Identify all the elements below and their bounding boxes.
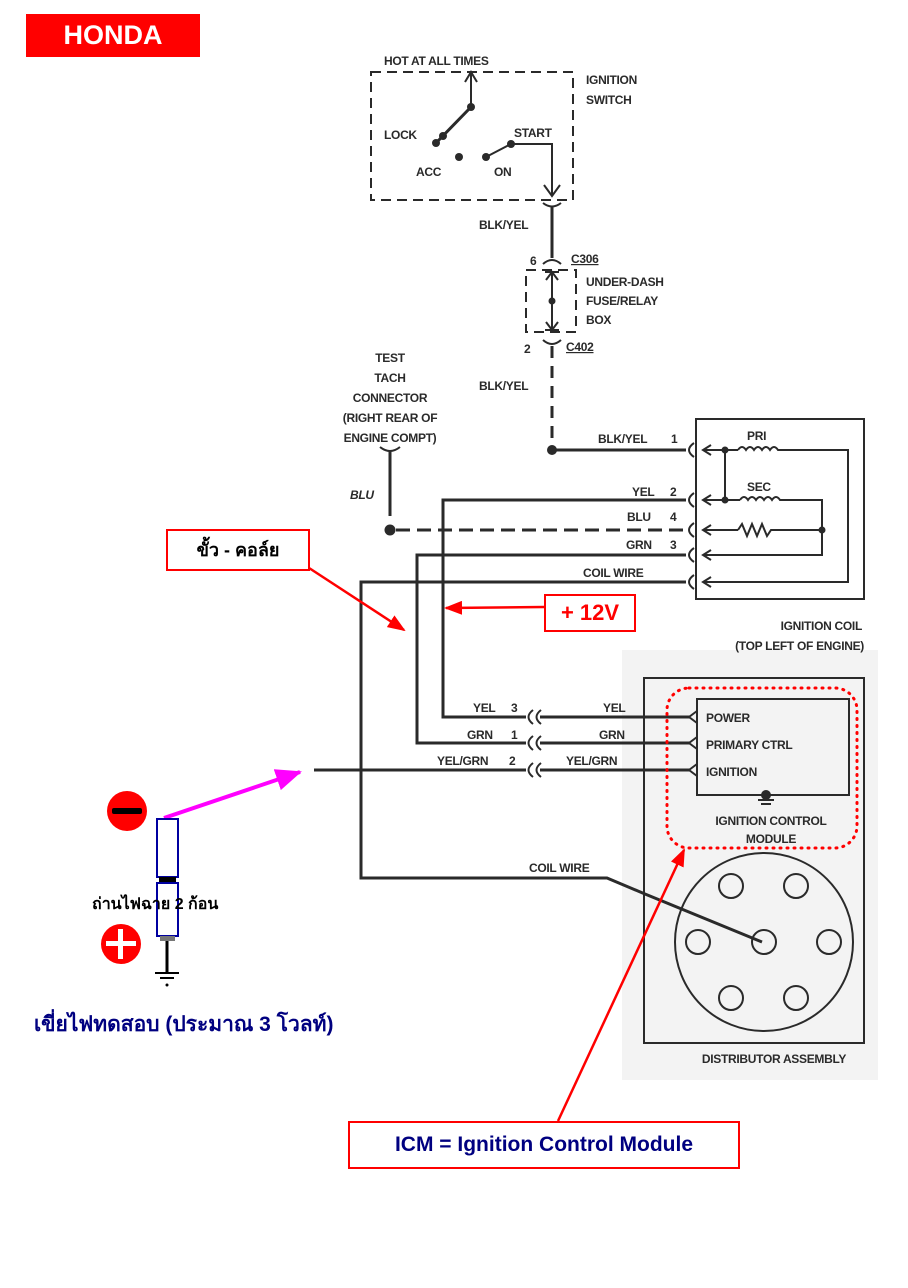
c306-id: C306 bbox=[571, 252, 599, 266]
distributor-terminals bbox=[685, 873, 842, 1011]
test-tach-line-4: (RIGHT REAR OF bbox=[343, 411, 437, 425]
coil-wire-label-top: COIL WIRE bbox=[583, 566, 644, 580]
ignition-switch-title-2: SWITCH bbox=[586, 93, 632, 107]
distributor-assembly: POWER PRIMARY CTRL IGNITION IGNITION CON… bbox=[529, 677, 865, 1066]
battery-label: ถ่านไฟฉาย 2 ก้อน bbox=[92, 896, 219, 913]
icm-left-wire-3: YEL/GRN bbox=[437, 754, 488, 768]
probe-arrow bbox=[163, 769, 302, 820]
coil-pin2-wire: YEL bbox=[632, 485, 654, 499]
ignition-coil-title-1: IGNITION COIL bbox=[781, 619, 862, 633]
fuse-relay-box: BLK/YEL 6 C306 UNDER-DASH FUSE/RELAY BOX… bbox=[479, 202, 664, 455]
test-battery-probe bbox=[101, 769, 302, 987]
fuse-box-title-1: UNDER-DASH bbox=[586, 275, 664, 289]
coil-negative-arrow bbox=[305, 564, 406, 632]
icm-inline-connector: YEL 3 GRN 1 YEL/GRN 2 YEL GRN YEL/GRN bbox=[437, 701, 626, 778]
test-tach-line-2: TACH bbox=[374, 371, 405, 385]
coil-connector-labels: BLK/YEL 1 YEL 2 BLU 4 GRN 3 COIL WIRE bbox=[583, 432, 678, 580]
fuse-box-title-3: BOX bbox=[586, 313, 611, 327]
scan-shading bbox=[622, 650, 878, 1080]
coil-pin2-number: 2 bbox=[670, 485, 677, 499]
test-tach-line-3: CONNECTOR bbox=[353, 391, 428, 405]
distributor-outline bbox=[643, 677, 865, 1044]
icm-right-wire-2: GRN bbox=[599, 728, 625, 742]
c402-pin: 2 bbox=[524, 342, 531, 356]
distributor-cap bbox=[674, 852, 854, 1032]
connector-female-icon bbox=[542, 202, 562, 208]
ignition-switch-title-1: IGNITION bbox=[586, 73, 637, 87]
honda-brand-badge: HONDA bbox=[26, 14, 200, 57]
pri-label: PRI bbox=[747, 429, 766, 443]
icm-terminal-ignition: IGNITION bbox=[706, 765, 757, 779]
distributor-title: DISTRIBUTOR ASSEMBLY bbox=[702, 1052, 847, 1066]
icm-left-pin-1: 3 bbox=[511, 701, 518, 715]
battery-cell-1 bbox=[156, 818, 179, 878]
icm-terminal-power: POWER bbox=[706, 711, 750, 725]
hot-at-all-times-label: HOT AT ALL TIMES bbox=[384, 54, 489, 68]
icm-right-wire-1: YEL bbox=[603, 701, 625, 715]
ignition-switch: HOT AT ALL TIMES IGNITION SWITCH LOCK AC… bbox=[370, 54, 637, 201]
c402-connector-icon bbox=[542, 339, 562, 345]
icm-callout-arrow bbox=[556, 848, 686, 1122]
icm-left-wire-1: YEL bbox=[473, 701, 495, 715]
c306-pin: 6 bbox=[530, 254, 537, 268]
switch-output-arrow-icon bbox=[543, 184, 561, 198]
lock-label: LOCK bbox=[384, 128, 417, 142]
start-label: START bbox=[514, 126, 553, 140]
c402-id: C402 bbox=[566, 340, 594, 354]
icm-left-pin-3: 2 bbox=[509, 754, 516, 768]
test-tach-connector: TEST TACH CONNECTOR (RIGHT REAR OF ENGIN… bbox=[343, 351, 438, 536]
blu-test-wire-label: BLU bbox=[350, 488, 374, 502]
icm-title-1: IGNITION CONTROL bbox=[715, 814, 826, 828]
ignition-coil-title-2: (TOP LEFT OF ENGINE) bbox=[735, 639, 864, 653]
icm-terminal-primary-ctrl: PRIMARY CTRL bbox=[706, 738, 792, 752]
icm-title-2: MODULE bbox=[746, 832, 796, 846]
icm-left-wire-2: GRN bbox=[467, 728, 493, 742]
ignition-coil: PRI SEC IGNITION COIL (TOP LEFT OF ENGIN… bbox=[688, 418, 865, 653]
primary-winding bbox=[703, 446, 849, 583]
acc-contact bbox=[455, 153, 463, 161]
test-tach-connector-icon bbox=[379, 446, 401, 452]
probe-voltage-label: เขี่ยไฟทดสอบ (ประมาณ 3 โวลท์) bbox=[34, 1013, 334, 1036]
fuse-box-title-2: FUSE/RELAY bbox=[586, 294, 658, 308]
on-label: ON bbox=[494, 165, 511, 179]
icm-definition-callout: ICM = Ignition Control Module bbox=[348, 1121, 740, 1169]
resistor-symbol-icon bbox=[737, 521, 822, 539]
coil-wire-label-bottom: COIL WIRE bbox=[529, 861, 590, 875]
icm-highlight-outline bbox=[665, 686, 859, 850]
coil-pin1-number: 1 bbox=[671, 432, 678, 446]
supply-arrow-icon bbox=[464, 70, 478, 83]
coil-pin4-wire: BLU bbox=[627, 510, 651, 524]
harness-wires bbox=[314, 448, 763, 944]
icm-box bbox=[696, 698, 850, 796]
secondary-winding bbox=[703, 496, 823, 556]
ignition-coil-outline bbox=[695, 418, 865, 600]
sec-label: SEC bbox=[747, 480, 771, 494]
blk-yel-wire-label-1: BLK/YEL bbox=[479, 218, 528, 232]
acc-label: ACC bbox=[416, 165, 442, 179]
icm-left-pin-2: 1 bbox=[511, 728, 518, 742]
plus-12v-arrow bbox=[444, 600, 545, 615]
coil-pin1-wire: BLK/YEL bbox=[598, 432, 647, 446]
test-tach-line-1: TEST bbox=[375, 351, 405, 365]
blk-yel-wire-label-2: BLK/YEL bbox=[479, 379, 528, 393]
plus-12v-callout: + 12V bbox=[544, 594, 636, 632]
fuse-box-outline bbox=[525, 269, 577, 333]
icm-right-wire-3: YEL/GRN bbox=[566, 754, 617, 768]
c306-connector-icon bbox=[542, 259, 562, 265]
coil-pin3-number: 3 bbox=[670, 538, 677, 552]
coil-negative-callout: ขั้ว - คอล์ย bbox=[166, 529, 310, 571]
coil-pin3-wire: GRN bbox=[626, 538, 652, 552]
test-tach-line-5: ENGINE COMPT) bbox=[344, 431, 437, 445]
coil-pin4-number: 4 bbox=[670, 510, 677, 524]
